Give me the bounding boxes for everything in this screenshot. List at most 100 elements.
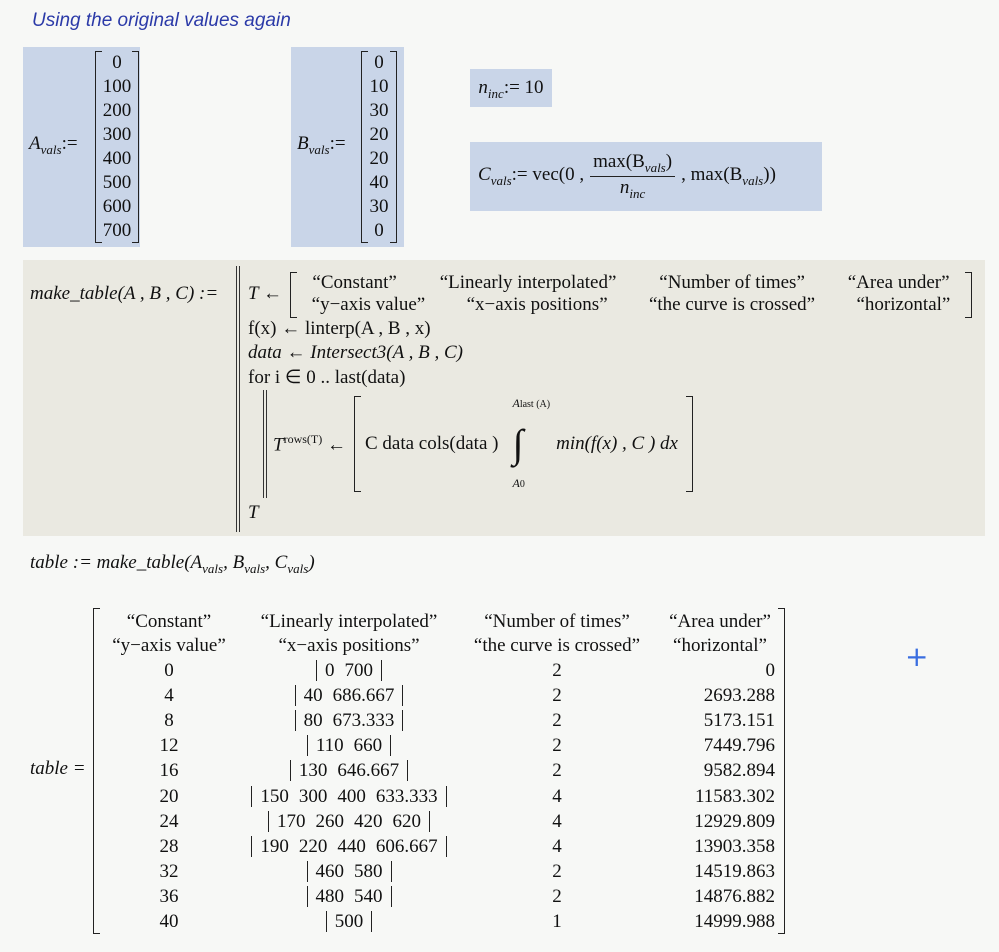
- b-vals-label: Bvals:=: [297, 133, 346, 157]
- table-cell: 2: [552, 885, 562, 907]
- program-return: T: [248, 502, 259, 523]
- loop-body: Trows(T) ← C data cols(data ) Alast (A) …: [273, 396, 693, 492]
- program-header-cell: “Constant”: [312, 272, 397, 293]
- table-cell: 14999.988: [694, 911, 775, 932]
- table-cell: 32: [159, 860, 179, 882]
- matrix-element: 0: [112, 52, 122, 73]
- heading-text: Using the original values again: [32, 10, 291, 31]
- vector-element: 400: [337, 785, 366, 807]
- vector-element: 260: [315, 810, 345, 832]
- program-header-cell: “horizontal”: [856, 294, 951, 315]
- loop-row-text: C data cols(data ): [364, 433, 499, 454]
- vector-element: 440: [337, 835, 366, 857]
- make-table-program[interactable]: make_table(A , B , C) := T ← “Constant” “…: [23, 260, 985, 536]
- integral-sign-icon: ∫: [512, 421, 524, 466]
- program-header-cell: “x−axis positions”: [466, 294, 608, 315]
- table-cell: 2: [552, 685, 562, 707]
- vector-element: 633.333: [375, 785, 438, 807]
- table-cell: “horizontal”: [673, 635, 767, 656]
- vector-element: 646.667: [337, 760, 400, 782]
- table-cell: 4: [552, 810, 562, 832]
- table-cell: “Number of times”: [484, 611, 630, 632]
- matrix-element: 600: [102, 196, 132, 217]
- vector-element: 620: [392, 810, 422, 832]
- integral-lower: A0: [512, 476, 525, 490]
- add-region-cursor-icon[interactable]: +: [905, 640, 929, 673]
- integral-upper: Alast (A): [512, 396, 551, 410]
- table-assignment[interactable]: table := make_table(Avals, Bvals, Cvals): [30, 552, 315, 576]
- table-cell: 40: [159, 911, 179, 932]
- program-line-data: data ← Intersect3(A , B , C): [248, 342, 463, 363]
- program-header-cell: “Area under”: [847, 272, 950, 293]
- table-cell: “y−axis value”: [112, 635, 226, 656]
- vector-element: 540: [354, 885, 383, 907]
- matrix-element: 30: [369, 196, 389, 217]
- matrix-element: 10: [369, 76, 389, 97]
- vector-element: 190: [260, 835, 289, 857]
- vector-element: 606.667: [375, 835, 438, 857]
- table-cell: 130 646.667: [229, 758, 469, 783]
- loop-row-matrix: C data cols(data ) Alast (A) ∫ A0 min(f(…: [353, 396, 693, 492]
- result-label: table =: [30, 758, 86, 779]
- table-cell: 2: [552, 735, 562, 757]
- table-cell: 28: [159, 835, 179, 857]
- loop-lhs: Trows(T) ←: [273, 431, 346, 456]
- program-signature: make_table(A , B , C) :=: [30, 283, 219, 304]
- table-cell: 8: [164, 710, 174, 732]
- program-header-cell: “the curve is crossed”: [648, 294, 816, 315]
- matrix-element: 20: [369, 124, 389, 145]
- table-cell: 12: [159, 735, 179, 757]
- c-vals-definition[interactable]: Cvals:= vec(0 , max(Bvals) ninc , max(Bv…: [470, 142, 822, 211]
- table-cell: 36: [159, 885, 179, 907]
- table-cell: 14519.863: [694, 860, 775, 882]
- matrix-element: 300: [102, 124, 132, 145]
- table-cell: 4: [552, 785, 562, 807]
- integral: Alast (A) ∫ A0: [512, 396, 550, 492]
- matrix-element: 700: [102, 220, 132, 241]
- result-matrix[interactable]: “Constant”“Linearly interpolated”“Number…: [93, 608, 785, 934]
- vector-element: 686.667: [332, 685, 395, 707]
- matrix-element: 30: [369, 100, 389, 121]
- vector-element: 673.333: [332, 710, 395, 732]
- vector-element: 130: [298, 760, 328, 782]
- table-cell: 1: [552, 911, 562, 932]
- table-cell: 40 686.667: [229, 683, 469, 708]
- table-cell: 4: [552, 835, 562, 857]
- table-cell: 20: [159, 785, 179, 807]
- n-inc-definition[interactable]: ninc:= 10: [470, 69, 552, 107]
- table-cell: “Linearly interpolated”: [260, 611, 438, 632]
- table-cell: 2: [552, 760, 562, 782]
- table-cell: 7449.796: [703, 735, 775, 757]
- vector-element: 480: [315, 885, 345, 907]
- table-cell: “x−axis positions”: [278, 635, 420, 656]
- x-positions-vector: 500: [325, 911, 373, 932]
- c-vals-fraction: max(Bvals) ninc: [590, 151, 676, 202]
- table-cell: 0: [164, 660, 174, 681]
- vector-element: 420: [354, 810, 383, 832]
- matrix-element: 40: [369, 172, 389, 193]
- vector-element: 40: [303, 685, 323, 707]
- table-cell: 500: [229, 909, 469, 934]
- program-line-for: for i ∈ 0 .. last(data): [248, 367, 406, 388]
- vector-element: 500: [334, 911, 364, 932]
- table-cell: 480 540: [229, 884, 469, 909]
- n-inc-value: := 10: [503, 77, 544, 98]
- table-cell: “Area under”: [669, 611, 771, 632]
- vector-element: 660: [353, 735, 383, 757]
- table-cell: “the curve is crossed”: [473, 635, 641, 656]
- program-line-T-assign: T ←: [248, 283, 282, 304]
